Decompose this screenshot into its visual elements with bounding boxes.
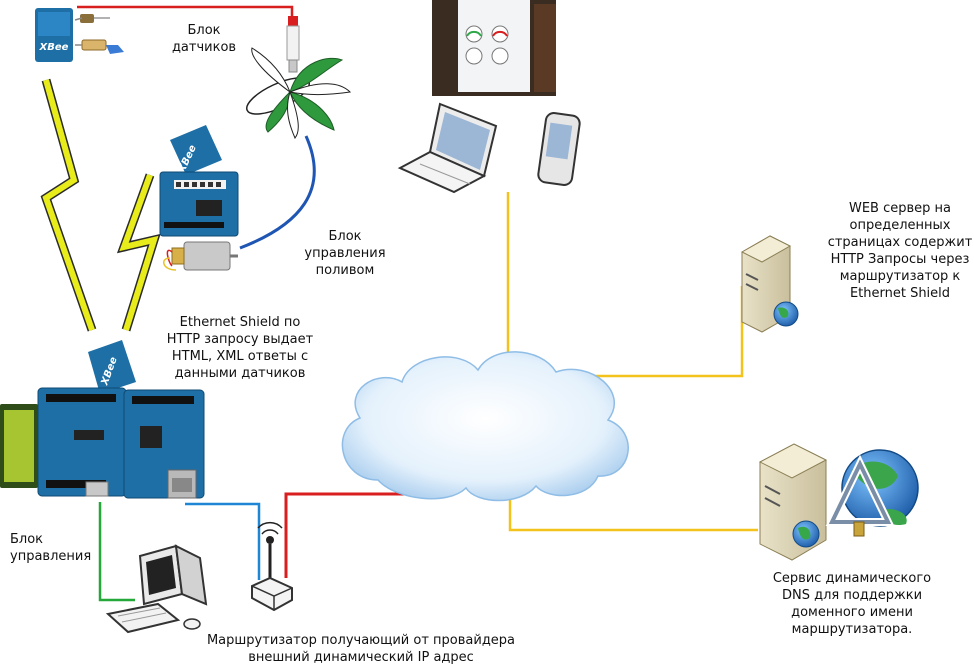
valve-icon <box>286 16 300 73</box>
irrigation-xbee-module: XBee <box>170 125 222 175</box>
xbee-text: XBee <box>39 42 69 53</box>
tablet-photo <box>432 0 556 96</box>
wireless-zigzag-right <box>116 173 161 332</box>
wireless-zigzag-left <box>40 78 97 332</box>
yellow-link-cloud-to-webserver <box>553 286 744 378</box>
motor-icon <box>163 241 238 271</box>
web-server-label: WEB сервер на определенных страницах сод… <box>827 201 973 301</box>
laptop-icon <box>397 102 498 194</box>
sensor-block-label: Блок датчиков <box>171 23 237 55</box>
main-xbee-module: XBee <box>88 340 136 394</box>
lcd-display <box>0 404 38 488</box>
blue-link-valve-to-motor <box>239 135 316 250</box>
irrigation-block-label: Блок управления поливом <box>304 229 386 278</box>
web-server-icon <box>740 235 799 333</box>
ethernet-shield-board <box>123 389 205 499</box>
dns-globe-icon <box>825 449 919 537</box>
control-arduino-board <box>37 387 127 497</box>
ethernet-shield-label: Ethernet Shield по HTTP запросу выдает H… <box>166 315 314 381</box>
yellow-link-cloud-to-dns <box>508 490 758 532</box>
plant-icon <box>246 47 352 139</box>
sensor-components <box>74 14 124 54</box>
sensor-xbee-module: XBee <box>35 8 73 62</box>
red-link-sensor-to-valve <box>77 5 294 18</box>
red-link-router-to-cloud <box>284 492 440 578</box>
green-link-arduino-to-pc <box>98 502 135 602</box>
dns-service-label: Сервис динамического DNS для поддержки д… <box>772 571 932 637</box>
control-block-label: Блок управления <box>10 532 92 564</box>
router-label: Маршрутизатор получающий от провайдера в… <box>206 633 516 665</box>
router-icon <box>251 521 293 612</box>
internet-cloud <box>341 351 629 502</box>
irrigation-arduino-board <box>159 171 239 237</box>
blue-link-shield-to-router <box>185 502 261 580</box>
pda-icon <box>537 112 581 186</box>
dns-server-icon <box>758 443 828 561</box>
pc-icon <box>105 544 208 634</box>
